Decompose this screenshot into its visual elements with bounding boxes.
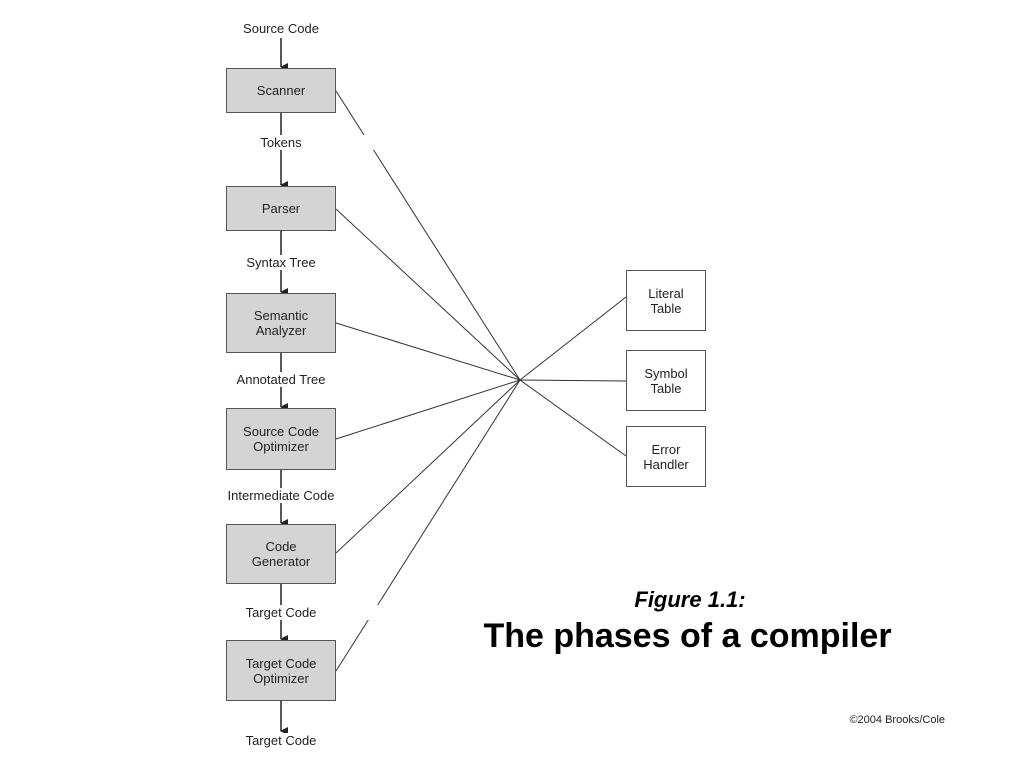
phase-box-code-generator: Code Generator xyxy=(226,524,336,584)
connector-code-generator xyxy=(335,379,521,554)
figure-number: Figure 1.1: xyxy=(634,587,746,612)
figure-title: The phases of a compiler xyxy=(483,617,892,655)
flow-label-intermediate-code: Intermediate Code xyxy=(181,488,381,503)
connector-error-handler xyxy=(519,379,627,457)
literal-table-box: Literal Table xyxy=(626,270,706,331)
flow-label-syntax-tree: Syntax Tree xyxy=(181,255,381,270)
symbol-table-box: Symbol Table xyxy=(626,350,706,411)
phase-box-source-code-optimizer: Source Code Optimizer xyxy=(226,408,336,470)
flow-label-target-code: Target Code xyxy=(181,605,381,620)
connector-source-code-optimizer xyxy=(335,379,521,440)
connector-parser xyxy=(335,208,521,381)
flow-label-annotated-tree: Annotated Tree xyxy=(181,372,381,387)
connector-target-code-optimizer xyxy=(335,379,521,672)
flow-label-target-code-output: Target Code xyxy=(181,733,381,748)
phase-box-target-code-optimizer: Target Code Optimizer xyxy=(226,640,336,701)
connector-symbol-table xyxy=(519,379,627,382)
flow-label-tokens: Tokens xyxy=(181,135,381,150)
phase-box-parser: Parser xyxy=(226,186,336,231)
copyright-notice: ©2004 Brooks/Cole xyxy=(849,714,945,726)
error-handler-box: Error Handler xyxy=(626,426,706,487)
phase-box-semantic-analyzer: Semantic Analyzer xyxy=(226,293,336,353)
phase-box-scanner: Scanner xyxy=(226,68,336,113)
flow-label-source-code: Source Code xyxy=(181,21,381,36)
connector-semantic-analyzer xyxy=(335,322,521,381)
connector-literal-table xyxy=(519,296,627,381)
